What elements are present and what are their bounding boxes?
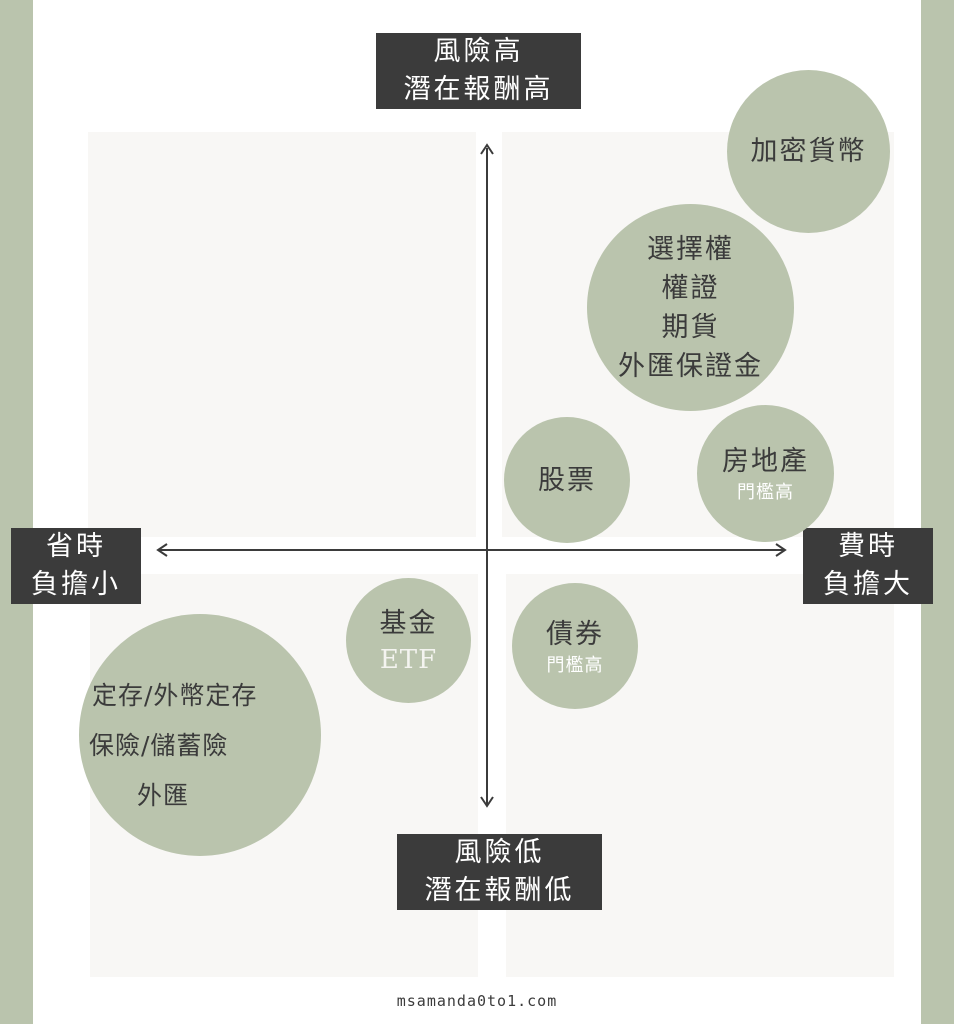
bubble-deposits-line: 保險/儲蓄險 <box>89 731 229 760</box>
bubble-derivatives-line: 權證 <box>661 272 720 304</box>
bubble-crypto-label: 加密貨幣 <box>750 136 867 167</box>
top-axis-label: 風險高 潛在報酬高 <box>376 33 581 109</box>
right-axis-label: 費時 負擔大 <box>803 528 933 604</box>
bottom-axis-label-line2: 潛在報酬低 <box>424 875 575 906</box>
left-axis-label: 省時 負擔小 <box>11 528 141 604</box>
right-axis-label-line2: 負擔大 <box>823 569 913 600</box>
bubble-fund: 基金 ETF <box>346 578 471 703</box>
right-axis-label-line1: 費時 <box>838 531 898 562</box>
bottom-axis-label-line1: 風險低 <box>454 837 545 868</box>
bubble-fund-label: 基金 <box>379 608 438 639</box>
bubble-real-estate: 房地產 門檻高 <box>697 405 834 542</box>
bubble-deposits-line: 定存/外幣定存 <box>92 681 258 710</box>
left-border-bar <box>0 0 33 1024</box>
bubble-real-estate-label: 房地產 <box>722 446 809 477</box>
arrow-down-icon <box>480 796 494 808</box>
left-axis-label-line1: 省時 <box>46 531 106 562</box>
quadrant-top-left <box>88 132 476 537</box>
arrow-left-icon <box>156 543 168 557</box>
bubble-real-estate-note: 門檻高 <box>737 482 794 503</box>
bubble-fund-sub: ETF <box>379 645 438 675</box>
bubble-stocks: 股票 <box>504 417 630 543</box>
left-axis-label-line2: 負擔小 <box>31 569 121 600</box>
footer-website: msamanda0to1.com <box>396 992 558 1010</box>
arrow-right-icon <box>775 543 787 557</box>
bubble-bonds: 債券 門檻高 <box>512 583 638 709</box>
bubble-bonds-note: 門檻高 <box>546 654 604 676</box>
top-axis-label-line2: 潛在報酬高 <box>403 74 554 105</box>
arrow-up-icon <box>480 143 494 155</box>
bubble-bonds-label: 債券 <box>546 618 604 650</box>
bubble-derivatives-line: 期貨 <box>661 311 720 343</box>
right-border-bar <box>921 0 954 1024</box>
bubble-crypto: 加密貨幣 <box>727 70 890 233</box>
bubble-deposits: 定存/外幣定存 保險/儲蓄險 外匯 <box>79 614 321 856</box>
bubble-derivatives-line: 外匯保證金 <box>618 350 763 382</box>
bubble-derivatives-line: 選擇權 <box>647 233 734 265</box>
bottom-axis-label: 風險低 潛在報酬低 <box>397 834 602 910</box>
bubble-deposits-line: 外匯 <box>137 781 190 810</box>
bubble-stocks-label: 股票 <box>538 464 596 496</box>
bubble-derivatives: 選擇權 權證 期貨 外匯保證金 <box>587 204 794 411</box>
top-axis-label-line1: 風險高 <box>433 36 524 67</box>
